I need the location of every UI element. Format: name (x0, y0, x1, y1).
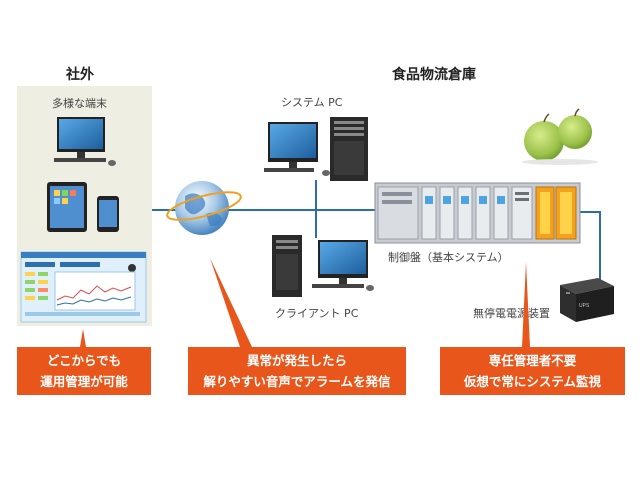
warehouse-title: 食品物流倉庫 (392, 67, 476, 83)
ups-badge: UPS (579, 303, 590, 309)
monitor-icon (54, 117, 116, 166)
outside-title: 社外 (66, 67, 94, 83)
callout-voice-alarm: 異常が発生したら 解りやすい音声でアラームを発信 (188, 347, 406, 395)
client-pc-icon (272, 235, 374, 297)
client-pc-label: クライアント PC (275, 307, 359, 320)
apple-icon (522, 108, 598, 165)
callout-pointers (80, 258, 530, 347)
tower-pc-icon (264, 117, 368, 181)
ups-label: 無停電電源装置 (473, 307, 550, 320)
devices-label: 多様な端末 (52, 97, 107, 110)
control-panel-label: 制御盤（基本システム） (388, 251, 509, 264)
plc-icon (374, 182, 581, 244)
system-pc-label: システム PC (281, 96, 343, 109)
tablet-icon (47, 182, 87, 232)
ups-icon (560, 278, 614, 322)
dashboard-screenshot (20, 251, 147, 323)
callout-virtual-monitoring: 専任管理者不要 仮想で常にシステム監視 (440, 347, 625, 395)
callout-remote-management: どこからでも 運用管理が可能 (17, 347, 151, 395)
globe-icon (166, 181, 242, 235)
smartphone-icon (97, 196, 119, 232)
